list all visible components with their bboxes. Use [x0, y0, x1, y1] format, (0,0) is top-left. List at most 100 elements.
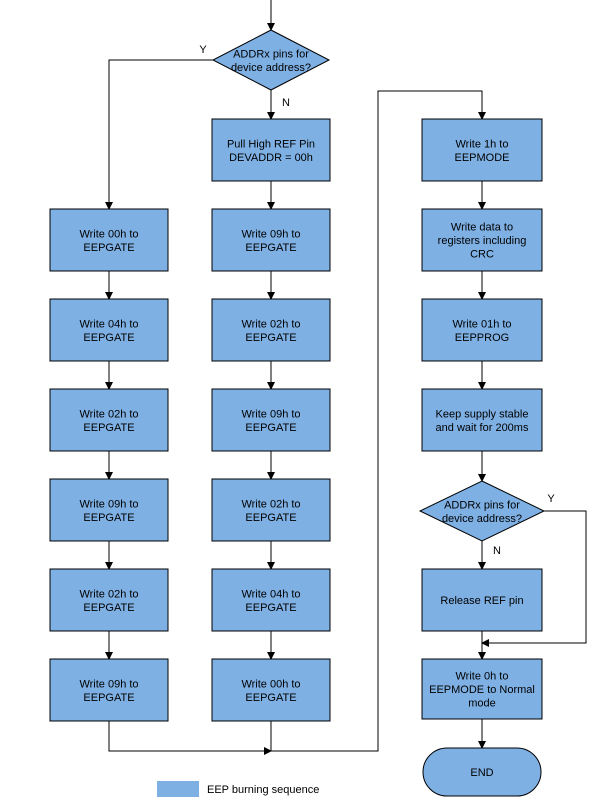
- column-b-step-shape: [211, 208, 331, 272]
- column-c-step-shape: [421, 118, 543, 182]
- connector-right-yes: [481, 510, 587, 647]
- column-a-step: Write 02h to EEPGATE: [49, 568, 169, 632]
- column-b-step: Write 09h to EEPGATE: [211, 388, 331, 452]
- address-decision-left-text: ADDRx pins for: [233, 48, 309, 60]
- column-a-step-text: EEPGATE: [83, 332, 134, 344]
- normal-mode-box-text: EEPMODE to Normal: [429, 684, 535, 696]
- address-decision-right-shape: [418, 480, 546, 542]
- column-a-step-shape: [49, 478, 169, 542]
- column-c-step: Write 01h to EEPPROG: [421, 298, 543, 362]
- release-ref-box-text: Release REF pin: [440, 595, 523, 607]
- flow-connectors: [105, 0, 587, 755]
- column-b-step-shape: [211, 658, 331, 722]
- branch-labels: Y N Y N: [199, 44, 555, 557]
- column-a-step-shape: [49, 298, 169, 362]
- column-a-step-text: EEPGATE: [83, 602, 134, 614]
- column-b-step-text: EEPGATE: [245, 422, 296, 434]
- column-b-step-shape: [211, 298, 331, 362]
- column-a-step-text: Write 02h to: [79, 588, 138, 600]
- column-b-step-shape: [211, 478, 331, 542]
- column-b-step-text: EEPGATE: [245, 692, 296, 704]
- column-c-step-text: CRC: [470, 249, 494, 261]
- column-b-step-shape: [211, 568, 331, 632]
- column-b-step-text: Write 04h to: [241, 588, 300, 600]
- connector-merge-a: [108, 721, 272, 755]
- column-c-step-text: Write data to: [451, 222, 513, 234]
- column-b-step-text: Write 02h to: [241, 498, 300, 510]
- column-c-step-shape: [421, 298, 543, 362]
- column-a-step-shape: [49, 208, 169, 272]
- column-a-step-shape: [49, 388, 169, 452]
- normal-mode-box-shape: [421, 658, 543, 720]
- end-terminator: END: [422, 747, 542, 797]
- column-b-step-shape: [211, 388, 331, 452]
- column-c-step-text: Keep supply stable: [436, 408, 529, 420]
- column-b-step-text: Write 09h to: [241, 228, 300, 240]
- legend-label: EEP burning sequence: [207, 784, 319, 796]
- address-decision-left-text: device address?: [231, 62, 311, 74]
- release-ref-box: Release REF pin: [421, 568, 543, 632]
- column-a-step: Write 04h to EEPGATE: [49, 298, 169, 362]
- column-a-step: Write 09h to EEPGATE: [49, 478, 169, 542]
- column-b-step: Write 09h to EEPGATE: [211, 208, 331, 272]
- column-c-step-text: and wait for 200ms: [436, 422, 529, 434]
- no-label-right: N: [493, 545, 501, 557]
- column-a-step-text: Write 04h to: [79, 318, 138, 330]
- column-b-step: Write 04h to EEPGATE: [211, 568, 331, 632]
- legend: EEP burning sequence: [157, 781, 319, 797]
- connector-left-yes: [105, 59, 213, 210]
- address-decision-left-shape: [211, 29, 331, 91]
- column-c-step-shape: [421, 388, 543, 452]
- column-b-step: Write 00h to EEPGATE: [211, 658, 331, 722]
- pull-high-ref-box-text: Pull High REF Pin: [227, 138, 315, 150]
- column-c-step: Write 1h to EEPMODE: [421, 118, 543, 182]
- column-a-step-shape: [49, 568, 169, 632]
- column-c-step-text: Write 1h to: [456, 138, 509, 150]
- column-a-step-text: Write 09h to: [79, 498, 138, 510]
- address-decision-right-text: device address?: [442, 513, 522, 525]
- column-c-step-shape: [421, 208, 543, 272]
- column-a-step: Write 00h to EEPGATE: [49, 208, 169, 272]
- pull-high-ref-box-text: DEVADDR = 00h: [229, 152, 313, 164]
- end-terminator-text: END: [470, 767, 493, 779]
- normal-mode-box-text: mode: [468, 698, 496, 710]
- column-c-step-text: EEPPROG: [455, 332, 509, 344]
- column-a-step-text: EEPGATE: [83, 242, 134, 254]
- legend-swatch: [157, 781, 199, 797]
- column-c-step-text: Write 01h to: [452, 318, 511, 330]
- column-a-step-text: Write 02h to: [79, 408, 138, 420]
- column-b-step: Write 02h to EEPGATE: [211, 298, 331, 362]
- column-a-step-text: Write 00h to: [79, 228, 138, 240]
- release-ref-box-shape: [421, 568, 543, 632]
- connector-to-right-column: [270, 90, 486, 752]
- address-decision-left: ADDRx pins for device address?: [211, 29, 331, 91]
- column-b-step-text: Write 00h to: [241, 678, 300, 690]
- end-terminator-shape: [422, 747, 542, 797]
- column-b-step-text: EEPGATE: [245, 242, 296, 254]
- column-b-step-text: EEPGATE: [245, 332, 296, 344]
- column-c-step: Keep supply stable and wait for 200ms: [421, 388, 543, 452]
- address-decision-right: ADDRx pins for device address?: [418, 480, 546, 542]
- column-c-step-text: EEPMODE: [454, 152, 509, 164]
- column-a-step-text: Write 09h to: [79, 678, 138, 690]
- normal-mode-box-text: Write 0h to: [456, 671, 509, 683]
- column-b-step: Write 02h to EEPGATE: [211, 478, 331, 542]
- column-c-step-text: registers including: [438, 235, 527, 247]
- column-b-step-text: EEPGATE: [245, 512, 296, 524]
- column-a-step-shape: [49, 658, 169, 722]
- address-decision-right-text: ADDRx pins for: [444, 499, 520, 511]
- no-label-left: N: [282, 97, 290, 109]
- yes-label-right: Y: [547, 493, 555, 505]
- column-b-step-text: Write 02h to: [241, 318, 300, 330]
- yes-label-left: Y: [199, 44, 207, 56]
- column-a-step-text: EEPGATE: [83, 512, 134, 524]
- column-b-step-text: EEPGATE: [245, 602, 296, 614]
- flow-nodes: ADDRx pins for device address? Pull High R…: [49, 29, 546, 797]
- column-a-step-text: EEPGATE: [83, 422, 134, 434]
- column-b-step-text: Write 09h to: [241, 408, 300, 420]
